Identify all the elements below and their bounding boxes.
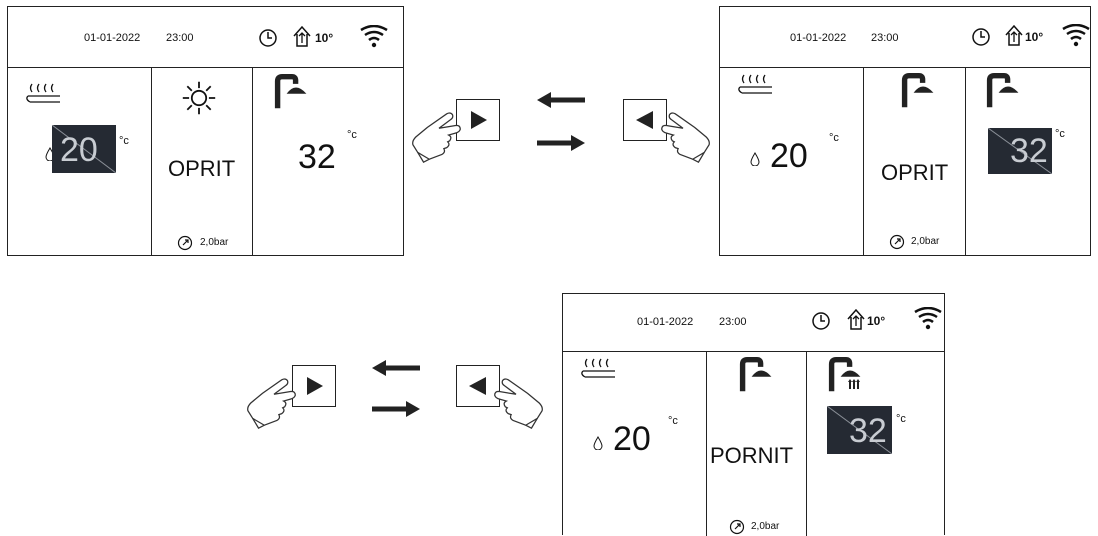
- clock-icon[interactable]: [971, 27, 991, 47]
- arrow-right-icon: [537, 135, 585, 151]
- house-arrow-icon: [846, 307, 866, 331]
- divider: [706, 351, 707, 536]
- pressure-value: 2,0bar: [751, 521, 780, 532]
- outdoor-temp: 10°: [867, 314, 886, 328]
- divider: [965, 67, 966, 256]
- controller-screen-3: 01-01-2022 23:00 10° 20 °c PORNIT 2,0bar…: [562, 293, 945, 536]
- date-label: 01-01-2022: [84, 32, 141, 44]
- wifi-icon[interactable]: [913, 307, 943, 331]
- center-mode-label[interactable]: PORNIT: [710, 443, 794, 468]
- date-label: 01-01-2022: [637, 316, 694, 328]
- hand-pointer-icon: [654, 108, 712, 166]
- arrow-left-icon: [372, 360, 420, 376]
- right-button-icon[interactable]: [292, 365, 336, 407]
- dhw-temp[interactable]: 32: [298, 138, 336, 176]
- center-mode-label[interactable]: OPRIT: [881, 160, 949, 185]
- pressure-value: 2,0bar: [200, 237, 229, 248]
- dhw-unit: °c: [896, 413, 906, 425]
- zone1-unit: °c: [668, 415, 678, 427]
- time-label: 23:00: [166, 32, 194, 44]
- right-button-icon[interactable]: [456, 99, 500, 141]
- arrow-left-icon: [537, 92, 585, 108]
- time-label: 23:00: [871, 32, 899, 44]
- house-arrow-icon: [292, 24, 312, 48]
- center-mode-label[interactable]: OPRIT: [168, 156, 236, 181]
- controller-screen-2: 01-01-2022 23:00 10° 20 °c OPRIT 2,0bar …: [719, 6, 1091, 256]
- divider: [863, 67, 864, 256]
- time-label: 23:00: [719, 316, 747, 328]
- clock-icon[interactable]: [811, 311, 831, 331]
- hand-pointer-icon: [487, 374, 545, 432]
- droplet-icon: [750, 152, 760, 166]
- pressure-value: 2,0bar: [911, 236, 940, 247]
- divider: [252, 67, 253, 256]
- outdoor-temp: 10°: [1025, 30, 1044, 44]
- house-arrow-icon: [1004, 23, 1024, 47]
- date-label: 01-01-2022: [790, 32, 847, 44]
- left-button-icon[interactable]: [623, 99, 667, 141]
- hand-pointer-icon: [245, 374, 303, 432]
- dhw-unit: °c: [1055, 128, 1065, 140]
- sun-icon: [181, 80, 217, 116]
- floor-heating-icon: [26, 82, 62, 112]
- outdoor-temp: 10°: [315, 31, 334, 45]
- dhw-temp: 32: [1010, 132, 1048, 170]
- shower-icon: [901, 73, 937, 109]
- controller-screen-1: 01-01-2022 23:00 10° 20 °c OPRIT 2,0bar …: [7, 6, 404, 256]
- zone1-temp[interactable]: 20: [770, 137, 808, 175]
- shower-running-icon: [828, 357, 864, 393]
- clock-icon[interactable]: [258, 28, 278, 48]
- pressure-gauge-icon: [177, 235, 193, 251]
- dhw-temp: 32: [849, 412, 887, 450]
- arrow-right-icon: [372, 401, 420, 417]
- wifi-icon[interactable]: [359, 25, 389, 49]
- floor-heating-icon: [581, 357, 617, 387]
- divider: [151, 67, 152, 256]
- left-button-icon[interactable]: [456, 365, 500, 407]
- dhw-temp-selected[interactable]: 32: [988, 128, 1052, 174]
- zone1-temp-selected[interactable]: 20: [52, 125, 116, 173]
- pressure-gauge-icon: [889, 234, 905, 250]
- divider: [806, 351, 807, 536]
- pressure-gauge-icon: [729, 519, 745, 535]
- zone1-temp[interactable]: 20: [613, 420, 651, 458]
- droplet-icon: [593, 436, 603, 450]
- hand-pointer-icon: [410, 108, 468, 166]
- zone1-unit: °c: [829, 132, 839, 144]
- shower-icon: [739, 357, 775, 393]
- dhw-unit: °c: [347, 129, 357, 141]
- dhw-temp-selected[interactable]: 32: [827, 406, 892, 454]
- shower-icon: [986, 73, 1022, 109]
- status-bar: 01-01-2022 23:00 10°: [8, 7, 403, 68]
- zone1-temp: 20: [60, 131, 98, 169]
- floor-heating-icon: [738, 73, 774, 103]
- status-bar: 01-01-2022 23:00 10°: [563, 294, 944, 352]
- status-bar: 01-01-2022 23:00 10°: [720, 7, 1090, 68]
- wifi-icon[interactable]: [1061, 24, 1091, 48]
- zone1-unit: °c: [119, 135, 129, 147]
- shower-icon: [274, 74, 310, 110]
